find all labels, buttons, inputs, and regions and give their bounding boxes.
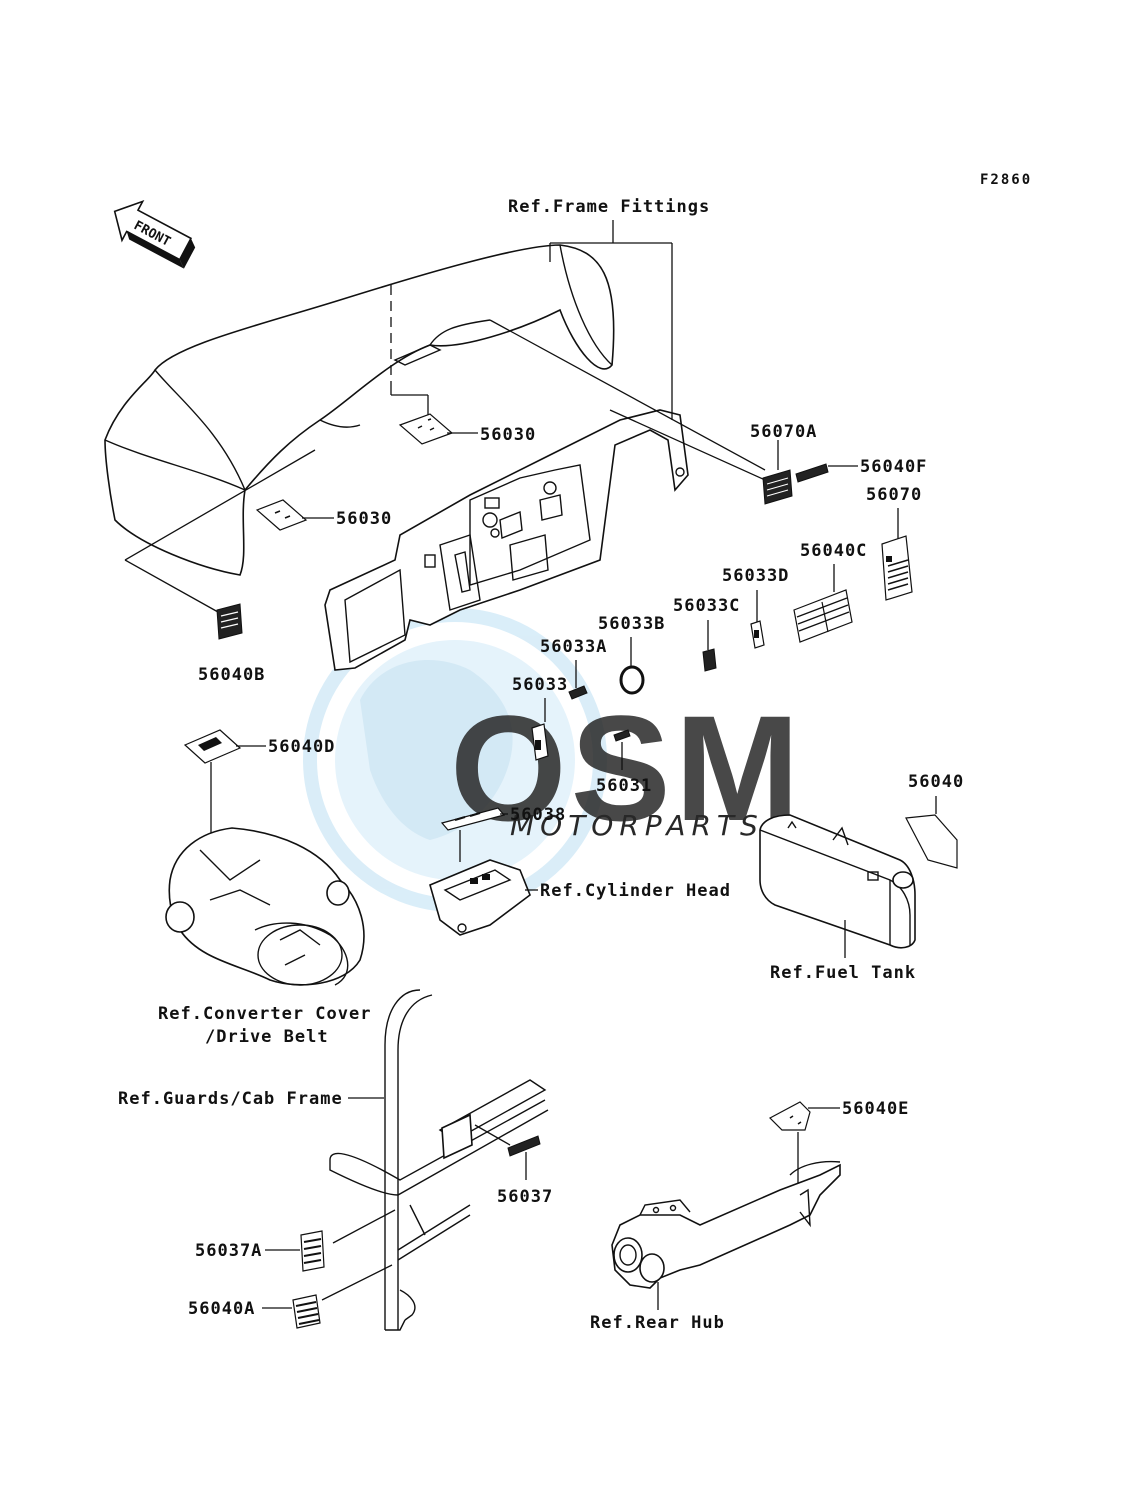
decal-56030-top-group: 56030 (390, 285, 536, 445)
label-56037: 56037 (497, 1187, 553, 1207)
decal-56037 (507, 1135, 541, 1157)
decal-56030-top (398, 413, 454, 445)
decal-56040C (793, 589, 853, 643)
label-56030-top: 56030 (480, 425, 536, 445)
decal-56040 (905, 814, 958, 869)
guards-cab-frame-label: Ref.Guards/Cab Frame (118, 1089, 384, 1109)
decal-56070 (881, 535, 913, 601)
label-56040F: 56040F (860, 457, 927, 477)
label-56030-left: 56030 (336, 509, 392, 529)
decal-56030-left-group: 56030 (255, 499, 392, 531)
decal-56040D-group: 56040D (183, 729, 335, 862)
decal-56033C (702, 648, 717, 672)
decal-56030-left (255, 499, 308, 531)
label-56033A: 56033A (540, 637, 607, 657)
decal-56033-group: 56033 (512, 675, 568, 761)
rear-hub (611, 1160, 841, 1289)
decal-56031-group: 56031 (596, 729, 652, 796)
label-56038: 56038 (510, 805, 566, 825)
ref-cylinder-head: Ref.Cylinder Head (540, 881, 731, 901)
converter-cover-label: Ref.Converter Cover /Drive Belt (158, 1004, 371, 1047)
decal-56040B-group: 56040B (124, 449, 316, 685)
front-arrow-icon: FRONT (113, 199, 196, 269)
ref-converter-cover-1: Ref.Converter Cover (158, 1004, 371, 1024)
watermark: OSM MOTORPARTS (303, 608, 804, 912)
ref-fuel-tank: Ref.Fuel Tank (770, 963, 916, 983)
label-56040E: 56040E (842, 1099, 909, 1119)
decal-56040E-group: 56040E (769, 1099, 909, 1190)
cargo-bed-cover (104, 244, 615, 576)
ref-frame-fittings: Ref.Frame Fittings (508, 197, 710, 217)
decal-56033A (568, 685, 588, 700)
converter-cover (165, 827, 365, 986)
label-56070: 56070 (866, 485, 922, 505)
ref-guards-cab-frame: Ref.Guards/Cab Frame (118, 1089, 343, 1109)
label-56040B: 56040B (198, 665, 265, 685)
decal-56037A (300, 1230, 325, 1272)
decal-56038-group: 56038 (440, 805, 566, 862)
watermark-logo: OSM (450, 684, 804, 852)
rear-hub-label: Ref.Rear Hub (590, 1282, 725, 1333)
decal-56040F (795, 463, 829, 483)
decal-56033D-group: 56033D (722, 566, 789, 649)
decal-56040B (216, 603, 243, 640)
label-56040: 56040 (908, 772, 964, 792)
decal-56037-group: 56037 (474, 1124, 553, 1207)
decal-56033A-group: 56033A (540, 637, 607, 700)
label-56033B: 56033B (598, 614, 665, 634)
label-56033: 56033 (512, 675, 568, 695)
ref-converter-cover-2: /Drive Belt (205, 1027, 329, 1047)
decal-56070-group: 56070 (866, 485, 922, 601)
cab-frame (329, 989, 549, 1331)
figure-code: F2860 (980, 172, 1032, 188)
frame-fittings-panel (324, 409, 689, 671)
decal-56040C-group: 56040C (793, 541, 867, 643)
decal-56033B-group: 56033B (598, 614, 665, 695)
decal-56040A-group: 56040A (188, 1264, 393, 1329)
fuel-tank-group: 56040 Ref.Fuel Tank (759, 772, 964, 983)
decal-56040E (769, 1101, 811, 1131)
decal-56031 (613, 729, 631, 742)
label-56070A: 56070A (750, 422, 817, 442)
cylinder-head: Ref.Cylinder Head (429, 859, 731, 936)
label-56040D: 56040D (268, 737, 335, 757)
fuel-tank (759, 814, 916, 949)
decal-56033B (619, 665, 645, 695)
label-56037A: 56037A (195, 1241, 262, 1261)
ref-rear-hub: Ref.Rear Hub (590, 1313, 725, 1333)
decal-56037A-group: 56037A (195, 1209, 396, 1272)
label-56033D: 56033D (722, 566, 789, 586)
label-56040A: 56040A (188, 1299, 255, 1319)
decal-56033C-group: 56033C (673, 596, 740, 672)
label-56040C: 56040C (800, 541, 867, 561)
label-56033C: 56033C (673, 596, 740, 616)
frame-fittings-leader: Ref.Frame Fittings (508, 197, 710, 420)
label-56031: 56031 (596, 776, 652, 796)
watermark-subtitle: MOTORPARTS (510, 809, 764, 842)
decal-56070A-group: 56070A 56040F (489, 319, 927, 505)
